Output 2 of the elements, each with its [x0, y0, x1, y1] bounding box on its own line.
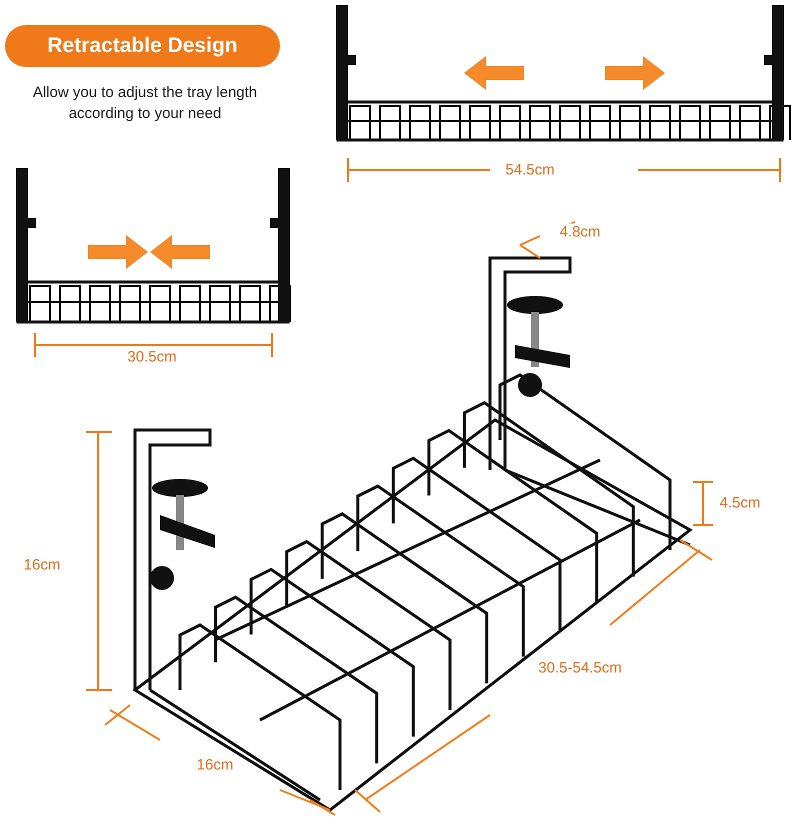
title-badge: Retractable Design — [5, 25, 280, 67]
description-text: Allow you to adjust the tray length according to your need — [32, 83, 258, 124]
